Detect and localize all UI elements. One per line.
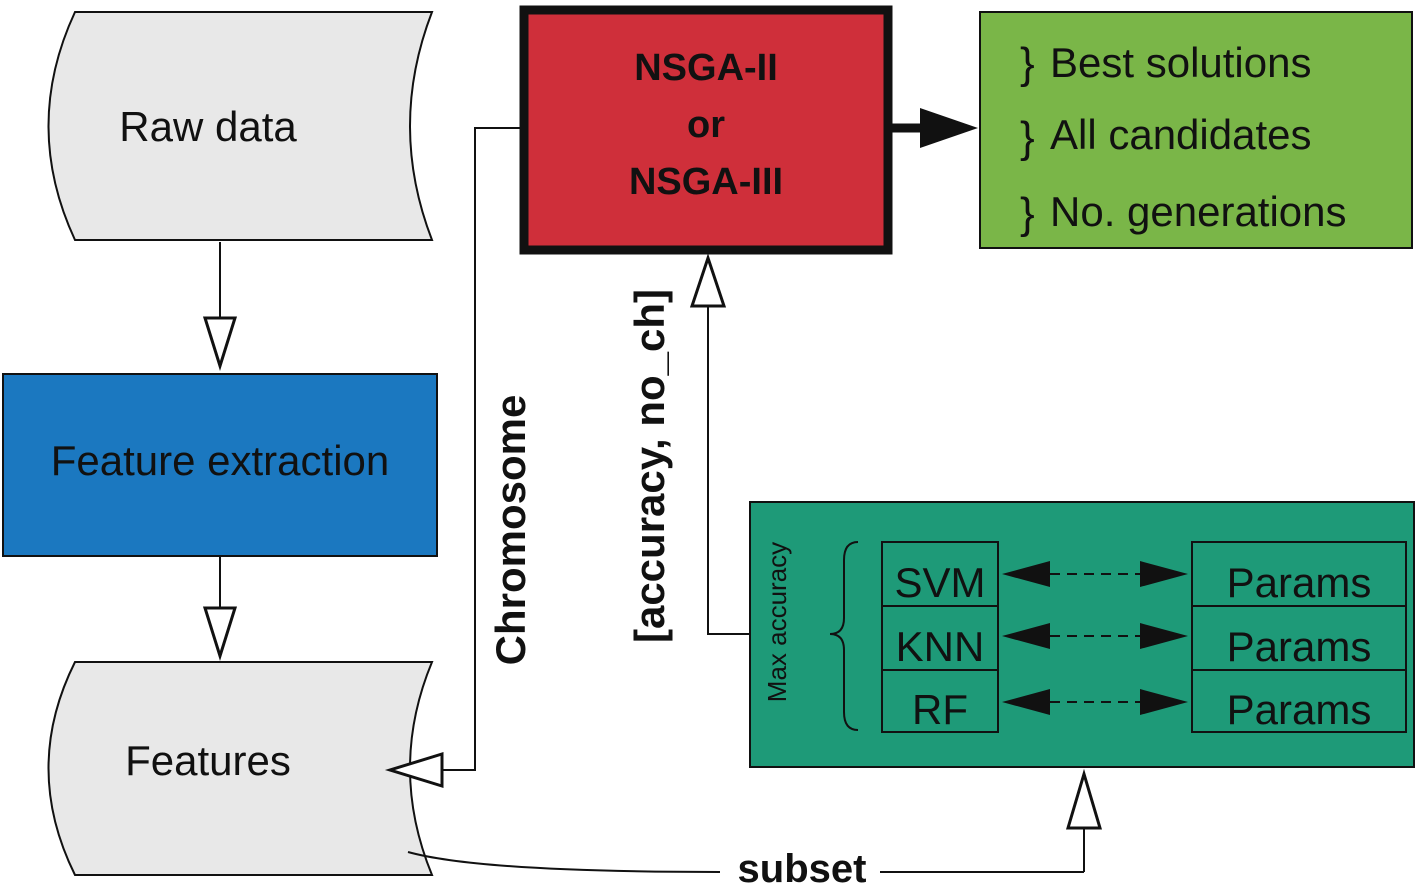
- extraction-to-features-arrow: [202, 557, 238, 662]
- rf-box: [881, 669, 999, 733]
- raw-data-label: Raw data: [119, 103, 297, 150]
- classifier-svm: SVM: [894, 559, 985, 606]
- features-shape: [47, 661, 434, 876]
- output-all-candidates: All candidates: [1050, 111, 1312, 158]
- output-best-solutions: Best solutions: [1050, 39, 1311, 86]
- left-brace-icon: [829, 541, 859, 731]
- knn-params-link: [1002, 623, 1188, 649]
- subset-label: subset: [738, 847, 867, 885]
- params-rf: Params: [1227, 686, 1372, 733]
- classifier-knn: KNN: [896, 623, 985, 670]
- rf-params-link: [1002, 689, 1188, 715]
- chromosome-label: Chromosome: [487, 395, 534, 666]
- fitness-label: [accuracy, no_ch]: [626, 289, 673, 643]
- max-accuracy-label: Max accuracy: [762, 542, 792, 702]
- svm-params-link: [1002, 561, 1188, 587]
- brace-icon: }: [1020, 39, 1035, 88]
- nsga-line-1: NSGA-II: [634, 47, 778, 89]
- features-node: Features: [47, 661, 434, 876]
- classifier-panel-box: [749, 501, 1415, 768]
- nsga-line-2: or: [687, 104, 725, 146]
- subset-connector: [407, 768, 1103, 873]
- raw-data-shape: [47, 11, 434, 241]
- classifier-panel: Max accuracy SVM KNN RF Params Params Pa…: [749, 501, 1415, 768]
- raw-data-node: Raw data: [47, 11, 434, 241]
- nsga-to-outputs-arrow: [892, 108, 978, 148]
- nsga-line-3: NSGA-III: [629, 161, 783, 203]
- brace-icon: }: [1020, 189, 1035, 238]
- nsga-box: [519, 5, 893, 255]
- feature-extraction-node: Feature extraction: [2, 373, 438, 557]
- classifier-rf: RF: [912, 686, 968, 733]
- raw-to-extraction-arrow: [202, 242, 238, 372]
- outputs-box: [979, 11, 1413, 249]
- feature-extraction-label: Feature extraction: [51, 437, 390, 484]
- features-label: Features: [125, 737, 291, 784]
- fitness-connector: [689, 253, 750, 635]
- feature-extraction-box: [2, 373, 438, 557]
- brace-icon: }: [1020, 113, 1035, 162]
- params-box: [1191, 669, 1407, 733]
- params-knn: Params: [1227, 623, 1372, 670]
- chromosome-connector: [384, 127, 520, 789]
- params-svm: Params: [1227, 559, 1372, 606]
- output-no-generations: No. generations: [1050, 188, 1347, 235]
- nsga-node: NSGA-II or NSGA-III: [519, 5, 893, 255]
- outputs-node: } } } Best solutions All candidates No. …: [979, 11, 1413, 249]
